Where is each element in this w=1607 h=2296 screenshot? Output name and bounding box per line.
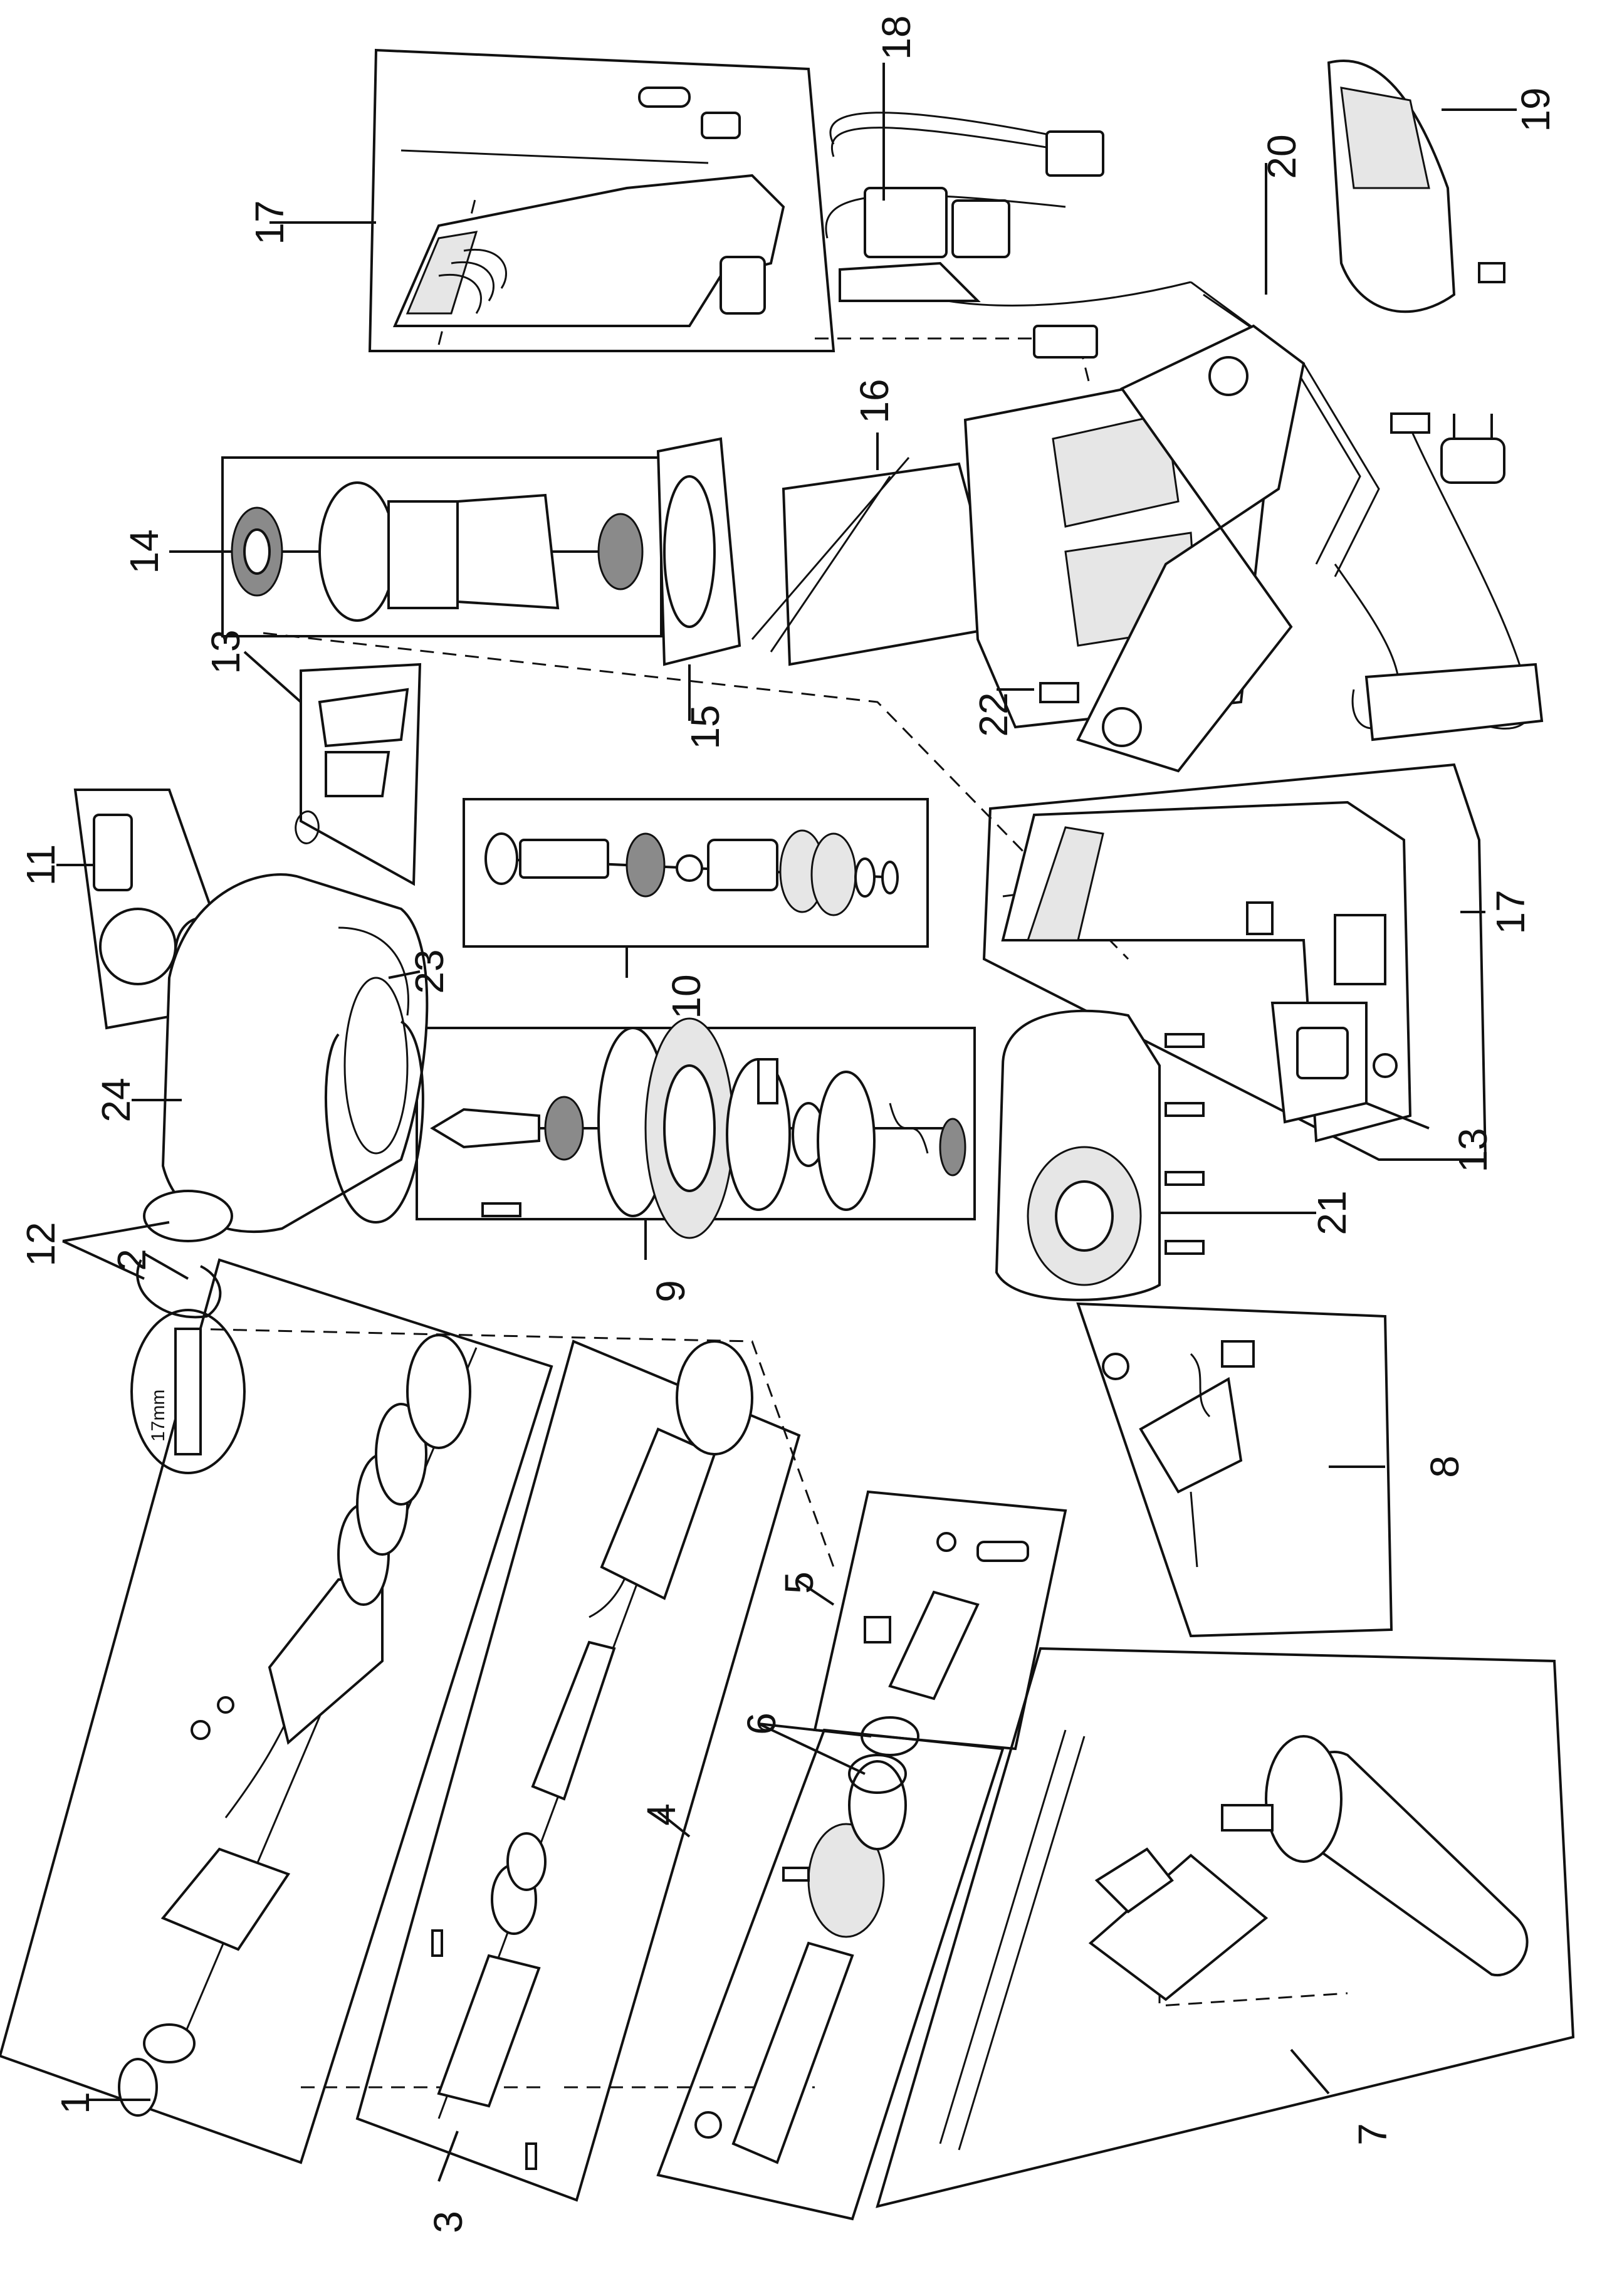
- callout-7: 7: [1350, 2123, 1395, 2146]
- power-cord: [1334, 412, 1544, 742]
- frame-switch-upper: [300, 663, 422, 886]
- selector-knob: [1102, 1340, 1255, 1568]
- callout-8: 8: [1422, 1455, 1467, 1478]
- callout-4: 4: [639, 1803, 684, 1826]
- frame-part-5: [813, 1490, 1067, 1751]
- circlip: [136, 1259, 222, 1319]
- callout-11: 11: [18, 844, 63, 886]
- callout-17-top: 17: [247, 200, 292, 244]
- o-ring: [325, 1020, 424, 1224]
- callout-15: 15: [683, 705, 728, 749]
- wiring-harness: [825, 112, 1380, 577]
- armature: [231, 481, 644, 622]
- callout-20: 20: [1259, 134, 1304, 179]
- leader-lines: [56, 63, 1517, 2182]
- callout-10: 10: [664, 974, 709, 1019]
- callout-6: 6: [739, 1712, 784, 1735]
- housing-half-right: [1001, 800, 1412, 1143]
- callout-12: 12: [18, 1222, 63, 1266]
- switch-upper: [295, 688, 409, 844]
- side-handle: [939, 1729, 1529, 2151]
- callout-13-lower: 13: [1450, 1128, 1495, 1172]
- callout-1: 1: [53, 2092, 98, 2114]
- part-3-assembly: [431, 1340, 753, 2170]
- callout-16: 16: [852, 379, 897, 423]
- callout-3: 3: [426, 2211, 471, 2233]
- dash-7: [815, 337, 1092, 389]
- part-5-assembly: [864, 1532, 1029, 1701]
- frame-part-7: [876, 1647, 1575, 2208]
- frame-gear-shaft: [463, 798, 929, 948]
- callout-5: 5: [777, 1571, 822, 1594]
- callout-19: 19: [1513, 87, 1558, 132]
- frame-handle-left: [368, 48, 835, 352]
- motor-housing: [751, 324, 1306, 773]
- gear-case: [143, 873, 429, 1242]
- inset-wrench: 17mm: [130, 1309, 246, 1474]
- dash-1: [187, 1328, 835, 1568]
- callout-2: 2: [109, 1249, 154, 1271]
- callout-18: 18: [874, 15, 919, 60]
- callout-14: 14: [122, 529, 167, 574]
- gear-drum: [430, 1017, 966, 1239]
- part-4-assembly: [694, 1760, 907, 2164]
- callout-17-right: 17: [1488, 889, 1533, 934]
- gear-shaft: [484, 829, 899, 916]
- callout-13-upper: 13: [203, 629, 248, 674]
- grip-cover: [1327, 59, 1505, 313]
- frame-part-2: [0, 1258, 553, 2164]
- callout-9: 9: [648, 1280, 693, 1303]
- callout-22: 22: [971, 692, 1016, 737]
- handle-half-top: [392, 86, 785, 327]
- callout-labels: 1 2 3 4 5 6 7 8 9 10 11 12 13 13 14 15 1…: [18, 15, 1558, 2233]
- callout-21: 21: [1309, 1190, 1354, 1235]
- switch-lower: [1270, 1002, 1368, 1124]
- fan-baffle: [656, 437, 741, 666]
- crank-housing: [995, 1009, 1205, 1301]
- frame-part-8: [1076, 1302, 1393, 1638]
- callout-24: 24: [93, 1077, 139, 1122]
- part-2-assembly: [118, 1334, 478, 2117]
- group-frames: [0, 48, 1575, 2221]
- callout-23: 23: [407, 949, 452, 993]
- wrench-size-label: 17mm: [148, 1390, 169, 1442]
- frame-handle-right: [982, 763, 1487, 1161]
